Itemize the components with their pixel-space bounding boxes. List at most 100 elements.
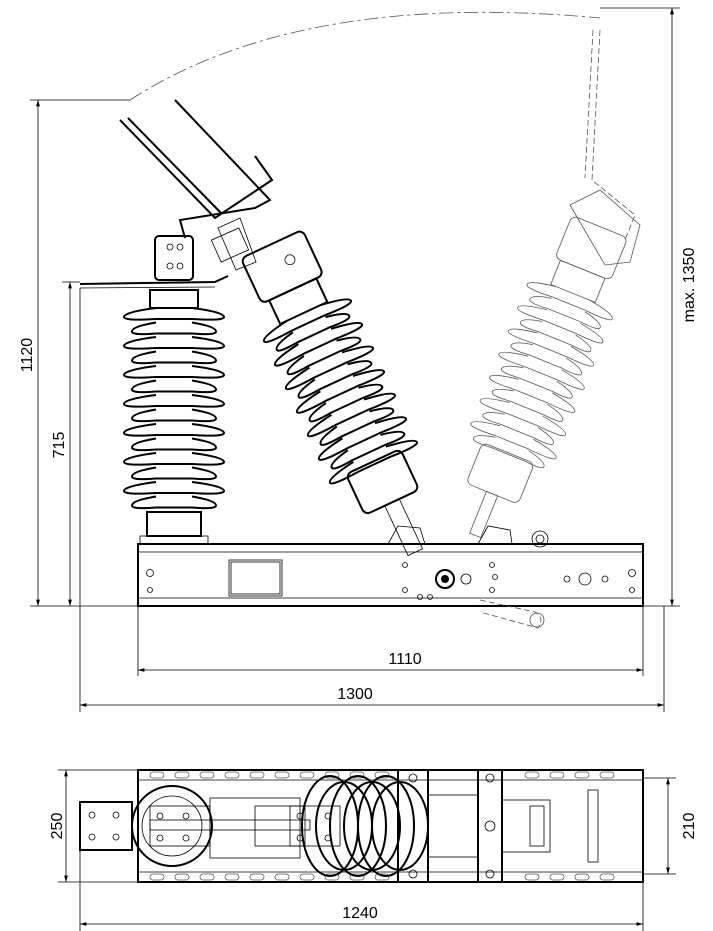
insulator-shed <box>275 312 351 352</box>
insulator-shed <box>122 452 226 466</box>
frame-slot <box>249 873 265 881</box>
insulator-shed <box>122 336 226 350</box>
frame-slot <box>374 771 390 779</box>
insulator-shed <box>297 360 373 399</box>
dim-label-1120: 1120 <box>19 338 36 373</box>
insulator-shed <box>308 383 384 423</box>
insulator-shed <box>306 392 396 438</box>
frame-slot <box>599 771 615 779</box>
frame-slot <box>199 771 215 779</box>
frame-slot <box>149 771 165 779</box>
insulator-shed <box>122 307 226 321</box>
insulator-shed <box>510 342 582 376</box>
frame-slot <box>149 873 165 881</box>
frame-slot <box>174 873 190 881</box>
rotating-insulator <box>241 230 424 557</box>
frame-slot <box>374 873 390 881</box>
fixed-insulator-sheds <box>122 307 226 510</box>
dim-insulator-height <box>62 281 80 606</box>
insulator-shed <box>130 466 218 481</box>
frame-slot <box>224 771 240 779</box>
insulator-shed <box>262 298 353 344</box>
insulator-shed <box>317 416 407 461</box>
frame-slot <box>549 771 565 779</box>
pivot-hub <box>435 569 455 589</box>
dim-label-1110: 1110 <box>388 651 421 668</box>
mounting-brackets <box>387 525 549 548</box>
moving-blade <box>119 99 274 271</box>
frame-slot <box>599 873 615 881</box>
swing-arc <box>129 11 601 101</box>
insulator-shed <box>122 481 226 495</box>
frame-slot <box>299 771 315 779</box>
insulator-shed <box>526 282 613 321</box>
top-view: 250 210 1240 <box>49 769 698 931</box>
dim-label-1240: 1240 <box>342 905 378 922</box>
dim-top-length <box>79 850 644 931</box>
dim-label-max-1350: max. 1350 <box>681 248 698 323</box>
ghost-insulator <box>467 216 627 539</box>
insulator-disc <box>329 775 387 877</box>
insulator-shed <box>328 439 418 485</box>
dim-label-1300: 1300 <box>337 686 373 703</box>
nameplate <box>228 559 283 597</box>
insulator-shed <box>284 345 375 391</box>
frame-slot <box>349 873 365 881</box>
insulator-shed <box>470 421 557 460</box>
frame-slot <box>324 873 340 881</box>
frame-slot <box>549 873 565 881</box>
left-insulator-top <box>131 785 213 867</box>
terminal-plate <box>79 801 133 851</box>
fixed-insulator <box>139 289 209 545</box>
insulator-shed <box>130 495 218 510</box>
frame-slot <box>299 873 315 881</box>
insulator-shed <box>498 351 585 390</box>
frame-slot <box>574 771 590 779</box>
frame-slot <box>224 873 240 881</box>
frame-slot <box>324 771 340 779</box>
dim-overall-width <box>79 288 665 712</box>
dim-label-250: 250 <box>49 813 66 840</box>
insulator-shed <box>130 321 218 336</box>
insulator-shed <box>130 408 218 423</box>
frame-slot <box>524 873 540 881</box>
insulator-shed <box>489 374 576 413</box>
frame-slot <box>174 771 190 779</box>
fixed-contact <box>79 235 229 289</box>
insulator-shed <box>517 305 604 344</box>
frame-slot <box>199 873 215 881</box>
insulator-shed <box>130 379 218 394</box>
insulator-shed <box>482 412 554 445</box>
frame-slot <box>249 771 265 779</box>
dim-max-height <box>600 7 680 607</box>
ghost-blade <box>569 29 641 266</box>
middle-insulator-top <box>301 775 429 877</box>
insulator-shed <box>319 407 395 446</box>
insulator-shed <box>122 365 226 379</box>
insulator-shed <box>130 350 218 365</box>
insulator-shed <box>130 437 218 452</box>
operating-lever <box>479 599 545 629</box>
insulator-shed <box>491 388 564 422</box>
dim-top-width <box>58 769 138 883</box>
frame-slot <box>524 771 540 779</box>
insulator-shed <box>529 296 601 330</box>
dim-frame-width <box>137 606 644 676</box>
frame-slot <box>274 771 290 779</box>
insulator-shed <box>519 319 592 353</box>
insulator-shed <box>122 423 226 437</box>
insulator-shed <box>479 398 566 437</box>
frame-slot <box>349 771 365 779</box>
side-view: 1120 715 max. 1350 1110 1300 <box>19 7 698 712</box>
insulator-shed <box>473 435 545 469</box>
insulator-shed <box>507 328 594 367</box>
dim-label-210: 210 <box>681 813 698 840</box>
insulator-shed <box>122 394 226 408</box>
dim-total-height <box>30 99 138 607</box>
insulator-shed <box>273 321 364 367</box>
insulator-shed <box>286 336 362 376</box>
insulator-shed <box>501 365 573 399</box>
dim-label-715: 715 <box>51 432 68 459</box>
frame-slot <box>274 873 290 881</box>
